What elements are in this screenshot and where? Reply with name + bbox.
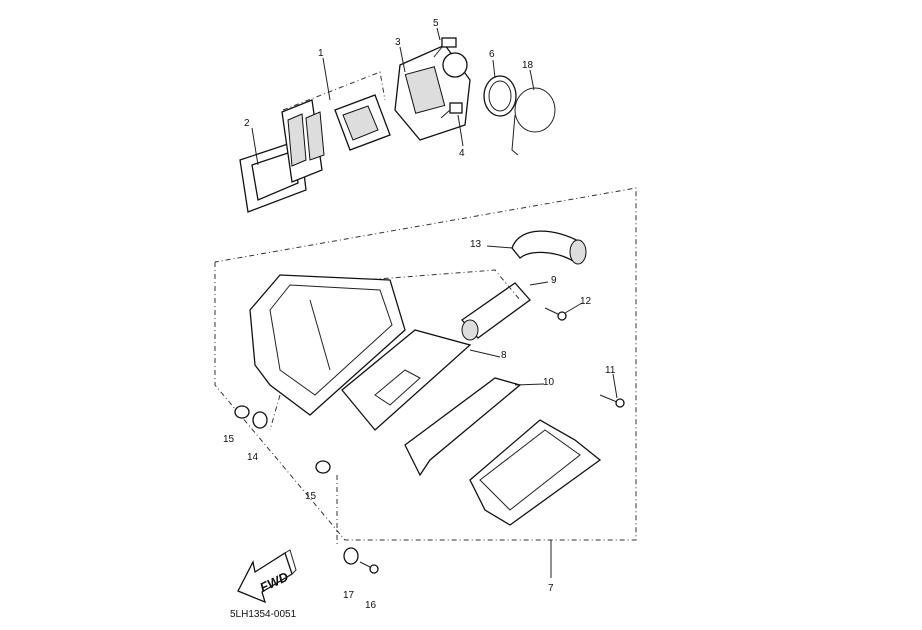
bolt-16 [359, 561, 379, 574]
callout-12: 12 [580, 296, 592, 307]
case-body [249, 274, 406, 416]
spring-18 [511, 87, 556, 156]
callout-16: 16 [365, 600, 377, 611]
callout-17: 17 [343, 590, 355, 601]
drawing-code: 5LH1354-0051 [230, 609, 297, 620]
callout-14: 14 [247, 452, 259, 463]
element-8 [341, 329, 472, 431]
callout-8: 8 [501, 350, 507, 361]
callout-6: 6 [489, 49, 495, 60]
screw-12 [544, 307, 567, 321]
callout-11: 11 [605, 365, 616, 376]
screw-11 [599, 394, 625, 408]
pipe-9 [299, 269, 531, 341]
callout-2: 2 [244, 118, 250, 129]
grommet-15b [315, 460, 331, 474]
callout-3: 3 [395, 37, 401, 48]
washer-17 [343, 547, 359, 565]
grommet-15a [234, 405, 250, 419]
reed-valve-1 [281, 71, 391, 183]
seal-10 [404, 377, 522, 477]
joint-13 [511, 230, 587, 265]
leader-lines [251, 27, 618, 578]
callout-18: 18 [522, 60, 534, 71]
grommet-14 [252, 411, 268, 429]
callout-15: 15 [305, 491, 317, 502]
bolt-5 [433, 37, 457, 58]
callout-7: 7 [548, 583, 554, 594]
assembly-boundary [214, 187, 637, 541]
fwd-arrow-icon: FWD [237, 549, 297, 604]
clamp-6 [483, 75, 517, 117]
cover [469, 419, 602, 526]
callout-4: 4 [459, 148, 465, 159]
callout-1: 1 [318, 48, 324, 59]
callout-5: 5 [433, 18, 439, 29]
callout-15: 15 [223, 434, 235, 445]
bolt-4 [440, 102, 463, 119]
manifold-3 [394, 44, 471, 141]
callout-13: 13 [470, 239, 482, 250]
callout-10: 10 [543, 377, 555, 388]
callout-9: 9 [551, 275, 557, 286]
